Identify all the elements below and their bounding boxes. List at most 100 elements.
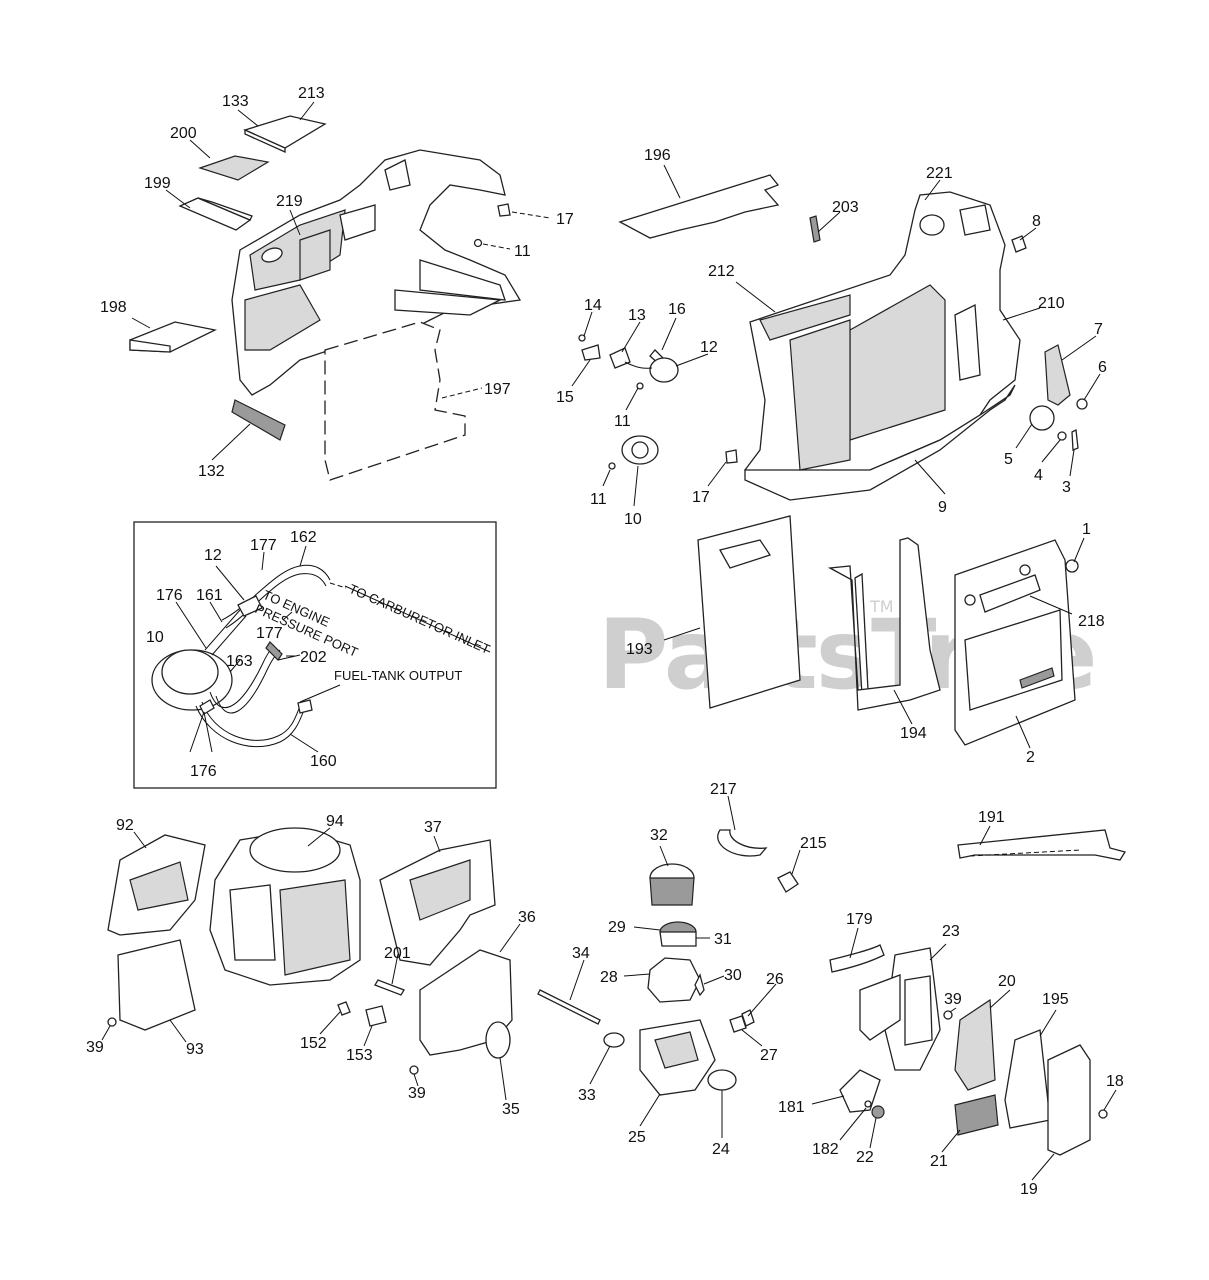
callout-label: 12 [204,547,222,564]
callout-label: 28 [600,969,618,986]
callout-label: 19 [1020,1181,1038,1198]
callout-label: 215 [800,835,827,852]
carburetor-leaders [569,795,801,1138]
callout-label: 18 [1106,1073,1124,1090]
callout-label: 202 [300,649,327,666]
callout-label: 25 [628,1129,646,1146]
callout-label: 13 [628,307,646,324]
callout-label: 26 [766,971,784,988]
note-fuel-tank-output: FUEL-TANK OUTPUT [334,668,462,683]
callout-label: 1 [1082,521,1091,538]
callout-label: 212 [708,263,735,280]
callout-label: 7 [1094,321,1103,338]
callout-label: 93 [186,1041,204,1058]
engine-assembly [107,827,513,1075]
callout-label: 14 [584,297,602,314]
front-cover-assembly [129,115,522,481]
callout-label: 37 [424,819,442,836]
callout-label: 31 [714,931,732,948]
callout-label: 195 [1042,991,1069,1008]
callout-label: 181 [778,1099,805,1116]
callout-label: 201 [384,945,411,962]
callout-label: 11 [590,491,607,508]
side-panels [697,515,1079,746]
callout-label: 217 [710,781,737,798]
callout-label: 17 [692,489,710,506]
callout-label: 20 [998,973,1016,990]
callout-label: 221 [926,165,953,182]
callout-label: 193 [626,641,653,658]
callout-label: 203 [832,199,859,216]
callout-label: 3 [1062,479,1071,496]
callout-label: 176 [190,763,217,780]
callout-label: 10 [146,629,164,646]
callout-label: 94 [326,813,344,830]
callout-label: 9 [938,499,947,516]
callout-label: 182 [812,1141,839,1158]
callout-label: 199 [144,175,171,192]
callout-label: 160 [310,753,337,770]
callout-label: 4 [1034,467,1043,484]
callout-label: 12 [700,339,718,356]
callout-label: 39 [944,991,962,1008]
callout-label: 39 [86,1039,104,1056]
fuel-pump-assembly [578,334,679,470]
callout-label: 35 [502,1101,520,1118]
callout-label: 200 [170,125,197,142]
callout-label: 10 [624,511,642,528]
callout-label: 191 [978,809,1005,826]
carburetor-assembly [537,829,799,1096]
side-panel-leaders [663,537,1085,749]
callout-label: 30 [724,967,742,984]
callout-label: 213 [298,85,325,102]
callout-label: 133 [222,93,249,110]
callout-label: 197 [484,381,511,398]
callout-label: 177 [256,625,283,642]
callout-label: 152 [300,1035,327,1052]
callout-label: 194 [900,725,927,742]
callout-label: 36 [518,909,536,926]
callout-label: 218 [1078,613,1105,630]
callout-label: 16 [668,301,686,318]
callout-label: 132 [198,463,225,480]
callout-label: 33 [578,1087,596,1104]
callout-label: 2 [1026,749,1035,766]
callout-label: 161 [196,587,223,604]
callout-label: 17 [556,211,574,228]
callout-label: 21 [930,1153,948,1170]
front-cover-leaders [131,101,551,461]
callout-label: 179 [846,911,873,928]
callout-label: 210 [1038,295,1065,312]
callout-label: 11 [514,243,531,260]
callout-label: 24 [712,1141,730,1158]
callout-label: 153 [346,1047,373,1064]
fuel-line-inset-leaders [175,545,319,753]
callout-label: 32 [650,827,668,844]
callout-label: 198 [100,299,127,316]
callout-label: 29 [608,919,626,936]
air-filter-assembly [829,829,1127,1156]
callout-label: 27 [760,1047,778,1064]
callout-label: 39 [408,1085,426,1102]
fuel-line-inset [151,564,491,748]
rear-cover-leaders [571,164,1101,507]
callout-label: 8 [1032,213,1041,230]
callout-label: 162 [290,529,317,546]
callout-label: 34 [572,945,590,962]
callout-label: 15 [556,389,574,406]
callout-label: 219 [276,193,303,210]
callout-label: 5 [1004,451,1013,468]
callout-label: 6 [1098,359,1107,376]
callout-label: 163 [226,653,253,670]
callout-label: 23 [942,923,960,940]
air-filter-leaders [811,825,1117,1181]
watermark-tm: TM [869,597,894,616]
callout-numbers: 133 213 200 199 219 17 11 198 197 132 19… [86,85,1124,1198]
callout-label: 176 [156,587,183,604]
rear-cover-assembly [618,174,1088,501]
engine-leaders [101,827,521,1101]
callout-label: 92 [116,817,134,834]
callout-label: 196 [644,147,671,164]
callout-label: 177 [250,537,277,554]
